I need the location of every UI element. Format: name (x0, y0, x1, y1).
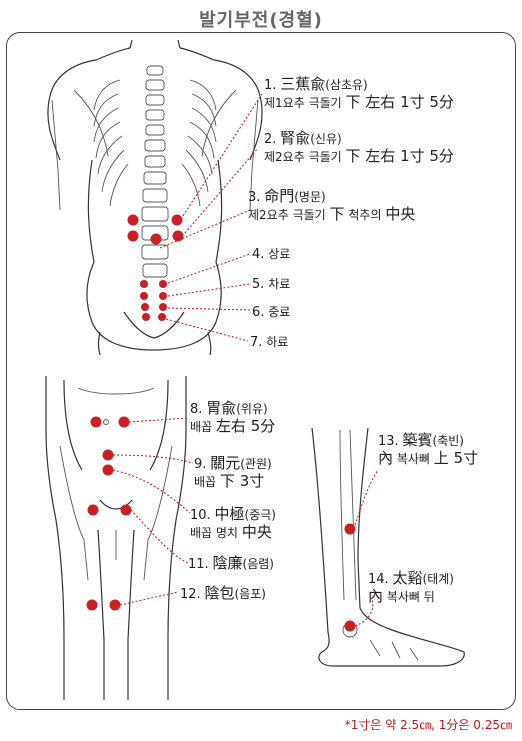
acupoint-label-4: 4. 상료 (252, 247, 291, 262)
acupoint-label-6: 6. 중료 (252, 305, 291, 320)
front-figure (45, 376, 187, 700)
acupoint-label-12: 12. 陰包(음포) (180, 584, 266, 602)
acupoint-label-13: 13. 築賓(축빈) 內 복사뼈 上 5寸 (378, 431, 479, 467)
acupoint-label-9: 9. 關元(관원) 배꼽 下 3寸 (194, 454, 272, 490)
acupoint-label-14: 14. 太谿(태계) 內 복사뼈 뒤 (368, 569, 454, 605)
unit-footnote: *1寸은 약 2.5㎝, 1分은 0.25㎝ (344, 718, 512, 732)
acupoint-label-7: 7. 하료 (250, 335, 289, 350)
acupoint-label-10: 10. 中極(중극) 배꼽 명치 中央 (190, 505, 276, 541)
acupoint-label-11: 11. 陰廉(음렴) (188, 554, 274, 572)
leg-figure (311, 427, 465, 667)
acupoint-label-2: 2. 腎兪(신유) 제2요추 극돌기 下 左右 1寸 5分 (264, 129, 454, 165)
back-figure (47, 39, 263, 356)
leader-lines (112, 93, 379, 627)
diagram-frame (6, 32, 516, 710)
acupoint-label-1: 1. 三蕉兪(삼초유) 제1요추 극돌기 下 左右 1寸 5分 (264, 75, 454, 111)
acupoint-label-5: 5. 차료 (252, 277, 291, 292)
page-title: 발기부전(경혈) (199, 10, 323, 31)
acupoint-label-3: 3. 命門(명문) 제2요추 극돌기 下 척추의 中央 (248, 187, 416, 223)
acupoint-label-8: 8. 胃兪(위유) 배꼽 左右 5分 (190, 399, 276, 435)
